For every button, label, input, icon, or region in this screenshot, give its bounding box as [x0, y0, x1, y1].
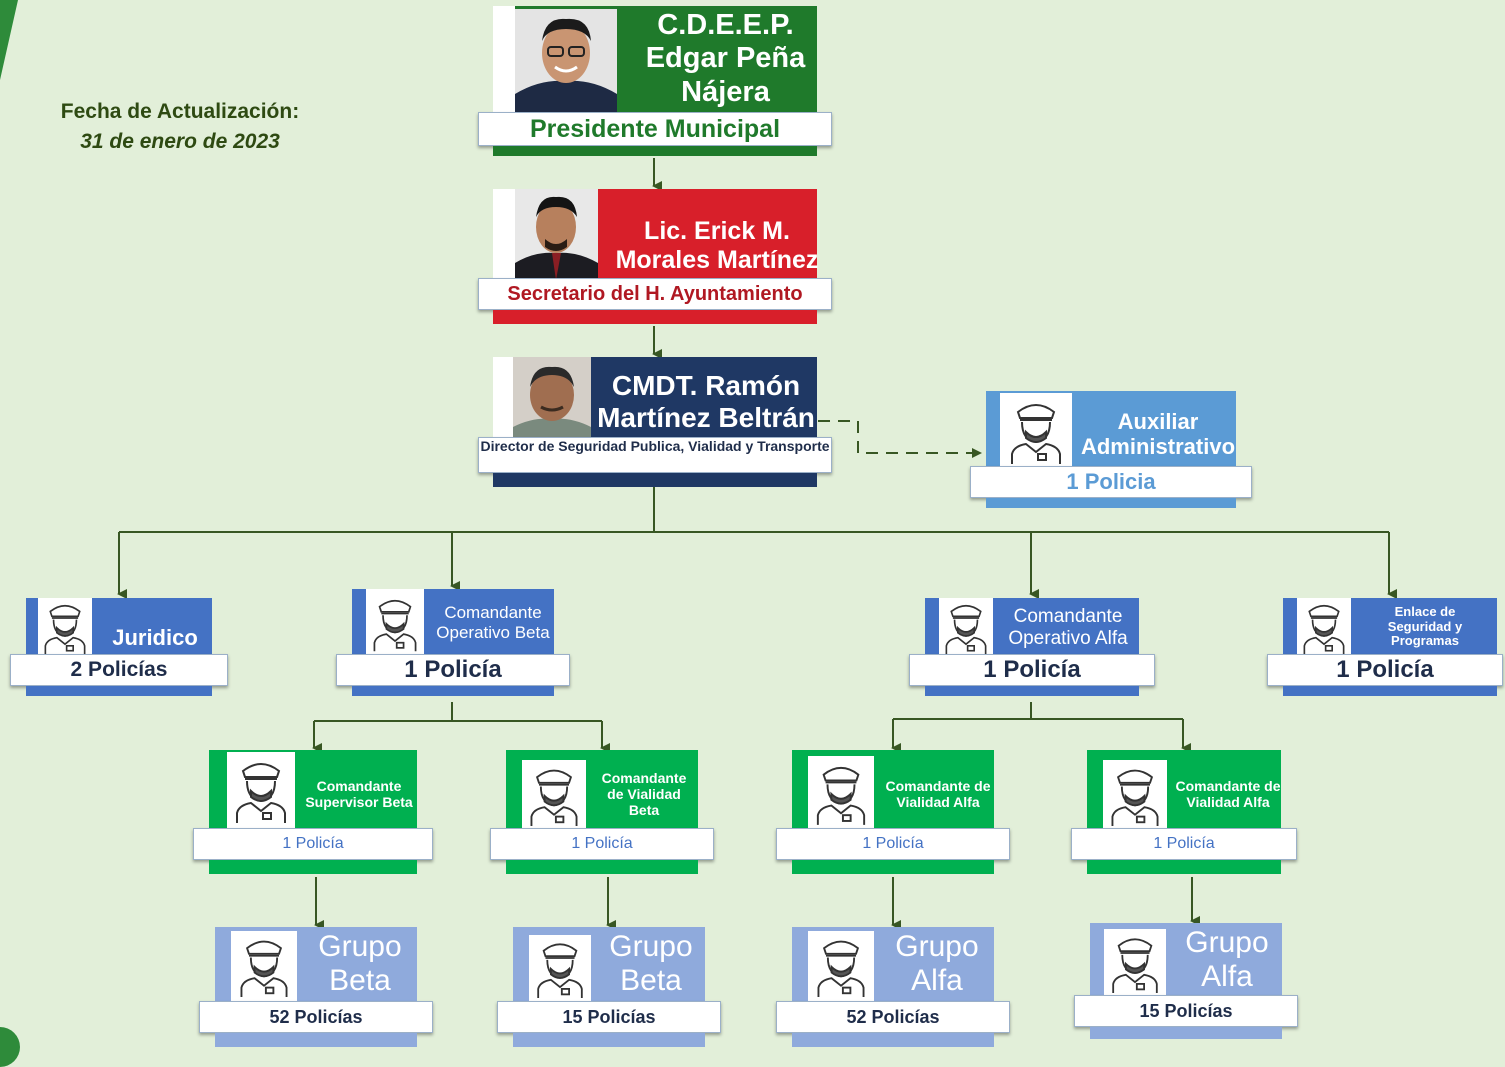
director-name: CMDT. Ramón Martínez Beltrán — [597, 369, 815, 433]
secretary-name: Lic. Erick M. Morales Martínez — [615, 216, 819, 274]
card-secretary: Lic. Erick M. Morales Martínez Secretari… — [478, 189, 832, 327]
cmd-beta-count: 1 Policía — [336, 654, 570, 686]
president-name: C.D.E.E.P. Edgar Peña Nájera — [645, 8, 806, 108]
grupo-beta2-count: 15 Policías — [497, 1001, 721, 1033]
cmd-beta-title: Comandante Operativo Beta — [436, 602, 550, 642]
auxiliar-title: Auxiliar Administrativo — [1080, 408, 1236, 459]
enlace-count: 1 Policía — [1267, 654, 1503, 686]
card-auxiliar: Auxiliar Administrativo 1 Policia — [970, 391, 1252, 515]
police-officer-icon — [529, 935, 591, 1001]
grupo-alfa1-count: 52 Policías — [776, 1001, 1010, 1033]
card-vial-alfa2: Comandante de Vialidad Alfa 1 Policía — [1071, 750, 1297, 876]
card-vial-beta: Comandante de Vialidad Beta 1 Policía — [490, 750, 714, 876]
update-info: Fecha de Actualización: 31 de enero de 2… — [20, 100, 340, 154]
police-officer-icon — [1000, 393, 1072, 468]
grupo-alfa1-title: Grupo Alfa — [895, 929, 979, 998]
line-director-auxiliar — [818, 420, 982, 458]
card-enlace: Enlace de Seguridad y Programas 1 Policí… — [1267, 598, 1503, 702]
photo-secretary — [515, 189, 598, 280]
card-grupo-alfa1: Grupo Alfa 52 Policías — [776, 927, 1010, 1047]
card-grupo-beta1: Grupo Beta 52 Policías — [199, 927, 433, 1047]
card-sup-beta: Comandante Supervisor Beta 1 Policía — [193, 750, 433, 876]
police-officer-icon — [1297, 598, 1351, 656]
card-juridico: Juridico 2 Policías — [10, 598, 228, 702]
card-president: C.D.E.E.P. Edgar Peña Nájera Presidente … — [478, 6, 832, 158]
grupo-beta1-title: Grupo Beta — [318, 929, 402, 998]
grupo-beta1-count: 52 Policías — [199, 1001, 433, 1033]
police-officer-icon — [366, 589, 424, 656]
cmd-alfa-title: Comandante Operativo Alfa — [1008, 606, 1128, 649]
card-vial-alfa1: Comandante de Vialidad Alfa 1 Policía — [776, 750, 1010, 876]
vial-alfa2-title: Comandante de Vialidad Alfa — [1175, 777, 1281, 810]
police-officer-icon — [1103, 760, 1167, 830]
photo-director — [513, 357, 591, 439]
director-role: Director de Seguridad Publica, Vialidad … — [478, 437, 832, 473]
police-officer-icon — [38, 598, 92, 656]
president-role: Presidente Municipal — [478, 112, 832, 146]
juridico-count: 2 Policías — [10, 654, 228, 686]
card-grupo-alfa2: Grupo Alfa 15 Policías — [1074, 923, 1298, 1041]
police-officer-icon — [939, 598, 993, 656]
vial-beta-title: Comandante de Vialidad Beta — [601, 769, 687, 819]
police-officer-icon — [231, 931, 297, 1001]
cmd-alfa-count: 1 Policía — [909, 654, 1155, 686]
vial-alfa1-title: Comandante de Vialidad Alfa — [885, 777, 991, 810]
sup-beta-title: Comandante Supervisor Beta — [305, 777, 413, 810]
vial-alfa2-count: 1 Policía — [1071, 828, 1297, 860]
card-director: CMDT. Ramón Martínez Beltrán Director de… — [478, 357, 832, 489]
police-officer-icon — [808, 756, 874, 830]
corner-decoration-top — [0, 0, 18, 80]
card-grupo-beta2: Grupo Beta 15 Policías — [497, 927, 721, 1047]
photo-president — [515, 9, 617, 112]
police-officer-icon — [227, 752, 295, 828]
police-officer-icon — [522, 760, 586, 830]
police-officer-icon — [808, 931, 874, 1001]
grupo-beta2-title: Grupo Beta — [609, 929, 693, 998]
card-cmd-alfa: Comandante Operativo Alfa 1 Policía — [909, 598, 1155, 702]
police-officer-icon — [1104, 929, 1166, 997]
vial-alfa1-count: 1 Policía — [776, 828, 1010, 860]
grupo-alfa2-count: 15 Policías — [1074, 995, 1298, 1027]
card-cmd-beta: Comandante Operativo Beta 1 Policía — [336, 589, 570, 702]
enlace-title: Enlace de Seguridad y Programas — [1387, 603, 1463, 649]
grupo-alfa2-title: Grupo Alfa — [1185, 925, 1269, 994]
update-date: 31 de enero de 2023 — [80, 130, 280, 153]
update-label: Fecha de Actualización: — [60, 100, 300, 123]
vial-beta-count: 1 Policía — [490, 828, 714, 860]
juridico-title: Juridico — [112, 625, 198, 651]
sup-beta-count: 1 Policía — [193, 828, 433, 860]
secretary-role: Secretario del H. Ayuntamiento — [478, 278, 832, 310]
auxiliar-count: 1 Policia — [970, 466, 1252, 498]
